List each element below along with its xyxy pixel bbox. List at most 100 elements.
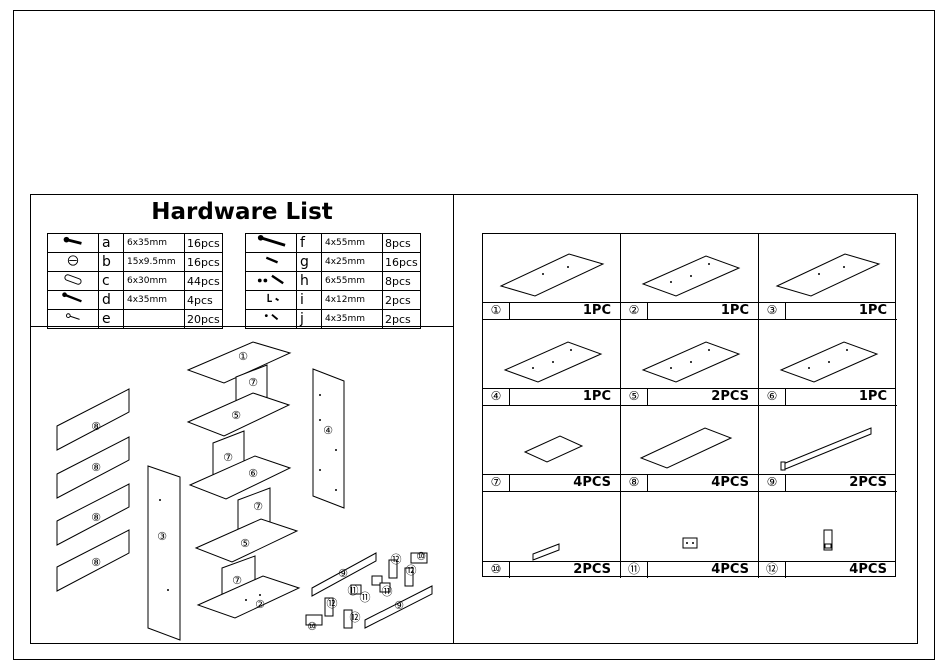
part-callout-label: ⑦ bbox=[253, 500, 263, 513]
thin-panel-drawing bbox=[621, 406, 759, 476]
nail-icon bbox=[48, 310, 99, 329]
part-callout-label: ⑨ bbox=[394, 599, 404, 612]
long-screw-icon bbox=[246, 234, 297, 253]
part-cell: ⑥ 1PC bbox=[759, 320, 897, 406]
part-quantity: 1PC bbox=[583, 303, 611, 319]
part-number: ⑧ bbox=[621, 475, 648, 491]
hardware-letter: d bbox=[99, 291, 124, 310]
part-quantity: 1PC bbox=[721, 303, 749, 319]
part-callout-label: ⑪ bbox=[360, 591, 371, 604]
part-quantity: 1PC bbox=[859, 389, 887, 405]
part-number: ⑩ bbox=[483, 562, 510, 578]
part-quantity: 1PC bbox=[583, 389, 611, 405]
part-label: ⑩ 2PCS bbox=[483, 561, 620, 578]
part-cell: ③1PC bbox=[759, 234, 897, 320]
part-number: ⑦ bbox=[483, 475, 510, 491]
part-label: ①1PC bbox=[483, 302, 620, 319]
hardware-letter: a bbox=[99, 234, 124, 253]
part-label: ④ 1PC bbox=[483, 388, 620, 405]
hardware-row: h6x55mm8pcs bbox=[246, 272, 421, 291]
section-divider bbox=[453, 194, 454, 644]
part-number: ② bbox=[621, 303, 648, 319]
hardware-size: 4x25mm bbox=[322, 253, 383, 272]
hardware-row: b15x9.5mm16pcs bbox=[48, 253, 223, 272]
part-number: ④ bbox=[483, 389, 510, 405]
hardware-letter: f bbox=[297, 234, 322, 253]
long-board-drawing bbox=[483, 234, 621, 304]
part-quantity: 2PCS bbox=[711, 389, 749, 405]
part-label: ⑤ 2PCS bbox=[621, 388, 758, 405]
hardware-letter: e bbox=[99, 310, 124, 329]
hardware-letter: g bbox=[297, 253, 322, 272]
part-callout-label: ③ bbox=[157, 530, 167, 543]
part-label: ⑦ 4PCS bbox=[483, 474, 620, 491]
part-quantity: 4PCS bbox=[849, 562, 887, 578]
part-callout-label: ⑫ bbox=[327, 597, 338, 610]
part-callout-label: ⑫ bbox=[391, 553, 402, 566]
hardware-quantity: 44pcs bbox=[185, 272, 223, 291]
part-number: ⑤ bbox=[621, 389, 648, 405]
part-quantity: 2PCS bbox=[849, 475, 887, 491]
bracket-drawing bbox=[621, 492, 759, 562]
hardware-letter: c bbox=[99, 272, 124, 291]
part-quantity: 4PCS bbox=[573, 475, 611, 491]
hardware-quantity: 2pcs bbox=[383, 310, 421, 329]
hardware-size: 4x55mm bbox=[322, 234, 383, 253]
hardware-quantity: 4pcs bbox=[185, 291, 223, 310]
hardware-letter: h bbox=[297, 272, 322, 291]
hardware-letter: b bbox=[99, 253, 124, 272]
part-callout-label: ⑦ bbox=[232, 574, 242, 587]
hardware-quantity: 2pcs bbox=[383, 291, 421, 310]
part-callout-label: ⑩ bbox=[416, 550, 426, 563]
part-cell: ①1PC bbox=[483, 234, 621, 320]
part-callout-label: ① bbox=[238, 350, 248, 363]
board-drawing bbox=[759, 320, 897, 390]
hardware-quantity: 16pcs bbox=[185, 234, 223, 253]
hardware-quantity: 16pcs bbox=[383, 253, 421, 272]
part-callout-label: ④ bbox=[323, 424, 333, 437]
part-cell: ④ 1PC bbox=[483, 320, 621, 406]
part-cell: ⑤ 2PCS bbox=[621, 320, 759, 406]
hardware-row: a6x35mm16pcs bbox=[48, 234, 223, 253]
part-callout-label: ⑪ bbox=[382, 585, 393, 598]
part-callout-label: ⑦ bbox=[248, 376, 258, 389]
part-callout-label: ⑧ bbox=[91, 556, 101, 569]
hardware-quantity: 8pcs bbox=[383, 234, 421, 253]
hardware-quantity: 8pcs bbox=[383, 272, 421, 291]
hardware-letter: i bbox=[297, 291, 322, 310]
part-callout-label: ⑧ bbox=[91, 420, 101, 433]
foot-drawing bbox=[759, 492, 897, 562]
square-panel-drawing bbox=[483, 406, 621, 476]
hardware-letter: j bbox=[297, 310, 322, 329]
small-screw-icon bbox=[246, 310, 297, 329]
hardware-size: 4x35mm bbox=[322, 310, 383, 329]
hardware-size: 4x35mm bbox=[124, 291, 185, 310]
anchor-screw-icon bbox=[246, 272, 297, 291]
part-callout-label: ⑫ bbox=[350, 611, 361, 624]
block-drawing bbox=[483, 492, 621, 562]
wooden-dowel-icon bbox=[48, 272, 99, 291]
part-number: ⑪ bbox=[621, 562, 648, 578]
part-callout-label: ⑫ bbox=[406, 564, 417, 577]
part-quantity: 2PCS bbox=[573, 562, 611, 578]
part-callout-label: ⑥ bbox=[248, 467, 258, 480]
part-callout-label: ⑤ bbox=[231, 409, 241, 422]
cam-bolt-icon bbox=[48, 234, 99, 253]
part-callout-label: ⑧ bbox=[91, 511, 101, 524]
part-callout-label: ⑨ bbox=[338, 567, 348, 580]
part-callout-label: ⑦ bbox=[223, 451, 233, 464]
part-number: ⑥ bbox=[759, 389, 786, 405]
hardware-list-title: Hardware List bbox=[30, 199, 454, 225]
